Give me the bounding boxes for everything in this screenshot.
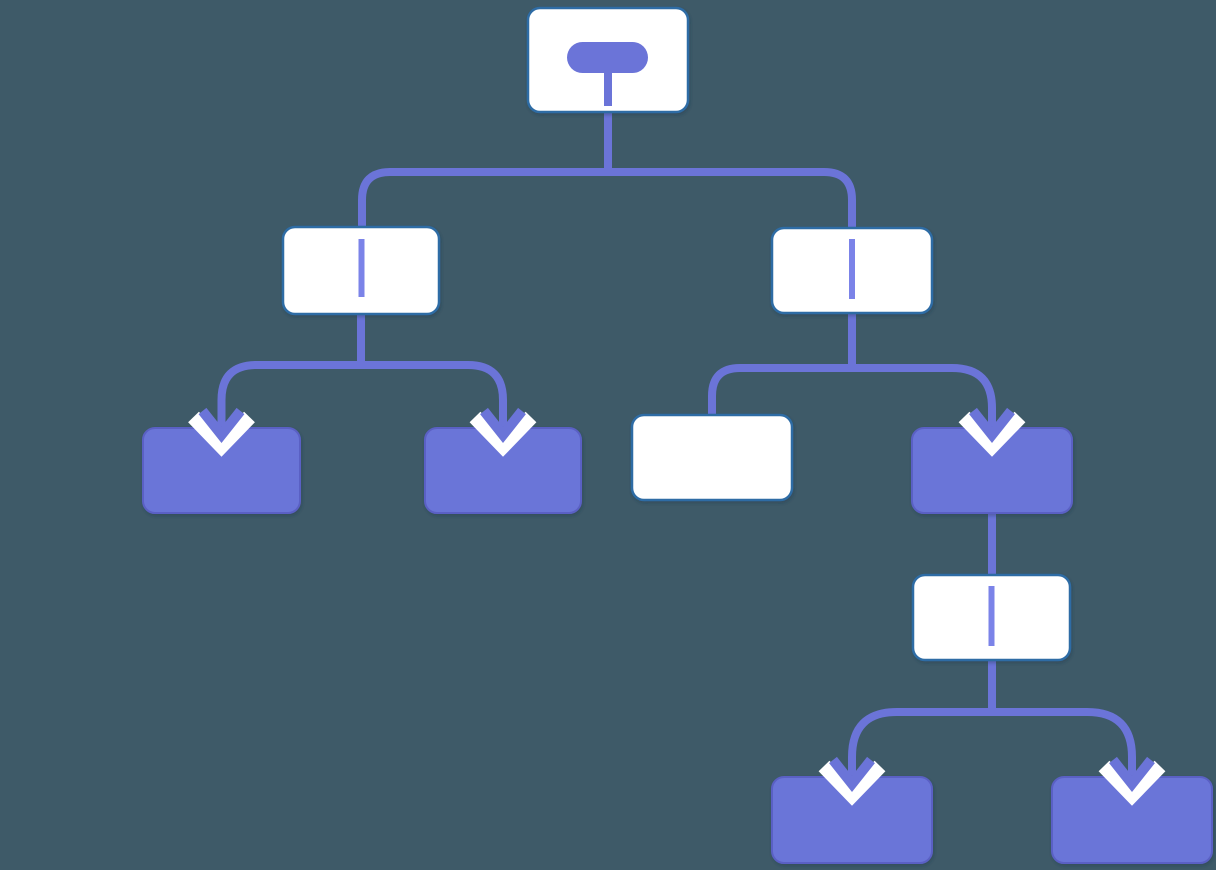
chevron-outline	[469, 411, 537, 457]
pill-stem	[604, 73, 612, 106]
chevron-down-arrow-icon	[958, 407, 1026, 457]
edge-branch-left-to-leaves	[217, 361, 507, 434]
chevron-down-arrow-icon	[469, 407, 537, 457]
chevron-down-arrow-icon	[188, 407, 255, 457]
edge-branch-right-to-children	[708, 364, 996, 434]
chevron-head	[829, 756, 875, 793]
node-branch-bottom[interactable]	[911, 573, 1072, 662]
pill-icon	[567, 42, 648, 73]
chevron-head	[969, 407, 1015, 444]
chevron-down-arrow-icon	[818, 756, 886, 806]
node-branch-left[interactable]	[281, 225, 441, 316]
chevron-outline	[1098, 760, 1166, 806]
node-card-right-1[interactable]	[630, 413, 794, 502]
chevron-outline	[188, 411, 255, 457]
node-root[interactable]	[526, 6, 690, 114]
chevron-head	[1109, 756, 1155, 793]
node-branch-right[interactable]	[770, 226, 934, 315]
chevron-down-arrow-icon	[1098, 756, 1166, 806]
edge-root-to-branches	[358, 168, 856, 228]
chevron-head	[198, 407, 245, 444]
chevron-outline	[818, 760, 886, 806]
chevron-outline	[958, 411, 1026, 457]
edge-branch-bottom-to-leaves	[848, 708, 1136, 783]
chevron-head	[480, 407, 526, 444]
